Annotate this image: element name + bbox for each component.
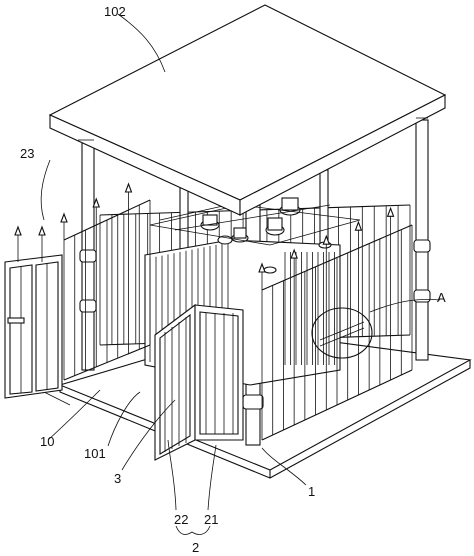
- fence-spike: [354, 220, 363, 231]
- label-base-edge: 101: [84, 446, 106, 461]
- leader-lines: [40, 13, 441, 535]
- label-door-right: 21: [204, 512, 218, 527]
- reference-labels: 102 23 A 10 101 3 22 21 2 1: [20, 4, 446, 555]
- fence-bottom-rail: [261, 369, 413, 441]
- right-fence: [258, 206, 413, 441]
- label-detail-a: A: [437, 290, 446, 305]
- label-roof: 102: [104, 4, 126, 19]
- front-open-doors: [154, 303, 244, 461]
- label-left-door: 23: [20, 146, 34, 161]
- left-fence: [60, 182, 151, 381]
- fence-top-rail: [261, 224, 413, 291]
- roof: [48, 4, 447, 216]
- fence-spike: [92, 197, 101, 208]
- fence-spike: [258, 262, 266, 273]
- fence-bottom-rail: [63, 344, 151, 381]
- fence-spike: [60, 212, 68, 223]
- fence-spike: [38, 225, 46, 236]
- detail-circle-a: [311, 307, 373, 359]
- fence-top-rail: [63, 199, 151, 241]
- label-door-left: 22: [174, 512, 188, 527]
- label-fence-frame: 1: [308, 484, 315, 499]
- label-hinge: 3: [114, 471, 121, 486]
- label-base: 10: [40, 434, 54, 449]
- left-open-door: [4, 225, 63, 399]
- fence-spike: [124, 182, 133, 193]
- fence-spike: [322, 234, 331, 245]
- fence-spike: [386, 206, 395, 217]
- fence-spike: [14, 225, 22, 236]
- label-door-group: 2: [192, 540, 199, 555]
- fence-spike: [290, 248, 298, 259]
